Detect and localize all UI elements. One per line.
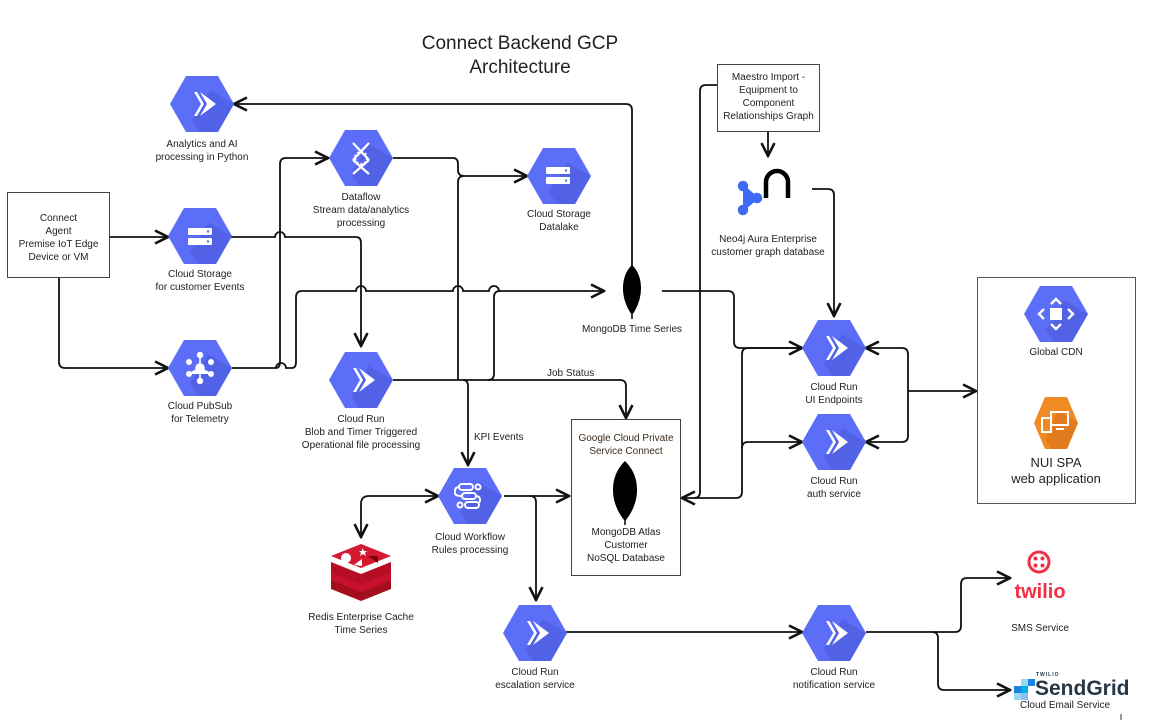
edge-agent-pubsub bbox=[58, 278, 168, 368]
dataflow-icon[interactable] bbox=[329, 130, 393, 186]
edge-mongots-analytics bbox=[234, 104, 633, 266]
edge-neo4j-ui bbox=[812, 188, 834, 316]
edge-auth-atlas bbox=[741, 442, 802, 448]
edge-blob-datalake bbox=[457, 175, 465, 380]
edge-blob-mongots bbox=[487, 290, 501, 381]
edge-pubsub-dataflow bbox=[232, 158, 328, 369]
storage-events-cloud-storage-icon[interactable] bbox=[168, 208, 232, 264]
sms-service-label: SMS Service bbox=[1011, 623, 1069, 634]
neo4j-icon[interactable] bbox=[737, 168, 791, 216]
edge-ui-frontend bbox=[866, 348, 909, 442]
psc-label-2: Service Connect bbox=[589, 446, 663, 457]
atlas-label-3: NoSQL Database bbox=[586, 553, 665, 564]
agent-label-1: Connect bbox=[39, 213, 78, 224]
psc-label-1: Google Cloud Private bbox=[578, 433, 674, 444]
edge-label-kpi-events: KPI Events bbox=[474, 432, 524, 443]
edge-run-atlas bbox=[682, 347, 802, 498]
notification-cloud-run-icon[interactable] bbox=[802, 605, 866, 661]
edge-notification-sendgrid bbox=[931, 631, 1010, 690]
connect-agent-box[interactable]: Connect Agent Premise IoT Edge Device or… bbox=[7, 192, 110, 278]
cdn-label: Global CDN bbox=[1029, 347, 1083, 358]
agent-label-3: Premise IoT Edge bbox=[18, 239, 99, 250]
maestro-label-1: Maestro Import - bbox=[731, 72, 806, 83]
twilio-icon[interactable] bbox=[1027, 550, 1051, 574]
mongodb-atlas-leaf-icon[interactable] bbox=[613, 460, 637, 525]
edge-workflow-escalation bbox=[530, 495, 536, 600]
mongodb-ts-label: MongoDB Time Series bbox=[581, 324, 683, 335]
pubsub-icon[interactable] bbox=[168, 340, 232, 396]
frontend-group-box bbox=[977, 277, 1136, 504]
edge-blob-bus bbox=[393, 379, 626, 418]
edge-dataflow-datalake bbox=[393, 157, 527, 176]
sendgrid-logo-text: SendGrid bbox=[1035, 677, 1130, 700]
maestro-label-2: Equipment to bbox=[739, 85, 798, 96]
sendgrid-brand-small: TWILIO bbox=[1036, 672, 1060, 678]
maestro-label-3: Component bbox=[742, 98, 795, 109]
workflow-icon[interactable] bbox=[438, 468, 502, 524]
auth-cloud-run-icon[interactable] bbox=[802, 414, 866, 470]
redis-icon[interactable] bbox=[331, 544, 391, 601]
analytics-cloud-run-icon[interactable] bbox=[170, 76, 234, 132]
agent-label-2: Agent bbox=[45, 226, 72, 237]
datalake-cloud-storage-icon[interactable] bbox=[527, 148, 591, 204]
web-app-icon[interactable] bbox=[1034, 397, 1078, 449]
mongodb-ts-leaf-icon[interactable] bbox=[623, 264, 641, 319]
edges bbox=[58, 84, 1010, 690]
title-line-1: Connect Backend GCP bbox=[421, 33, 619, 54]
sendgrid-icon[interactable] bbox=[1014, 679, 1035, 700]
edge-blob-workflow bbox=[463, 379, 468, 465]
edge-notification-twilio bbox=[866, 578, 1010, 633]
page-title: Connect Backend GCP Architecture bbox=[380, 32, 660, 80]
edge-workflow-redis bbox=[361, 496, 438, 537]
cdn-icon[interactable] bbox=[1024, 286, 1088, 342]
agent-label-4: Device or VM bbox=[28, 252, 89, 263]
maestro-label-4: Relationships Graph bbox=[723, 111, 814, 122]
maestro-import-box[interactable]: Maestro Import - Equipment to Component … bbox=[717, 64, 820, 132]
edge-storage-blob bbox=[230, 231, 361, 346]
escalation-cloud-run-icon[interactable] bbox=[503, 605, 567, 661]
atlas-label-2: Customer bbox=[604, 540, 648, 551]
edge-label-job-status: Job Status bbox=[547, 368, 595, 379]
edge-pubsub-mongots bbox=[275, 286, 604, 369]
blob-cloud-run-icon[interactable] bbox=[329, 352, 393, 408]
atlas-label-1: MongoDB Atlas bbox=[591, 527, 661, 538]
email-service-label: Cloud Email Service bbox=[1019, 700, 1111, 711]
private-service-connect-box[interactable]: Google Cloud Private Service Connect Mon… bbox=[571, 419, 681, 576]
title-line-2: Architecture bbox=[469, 57, 571, 78]
edge-mongots-ui bbox=[662, 290, 802, 348]
ui-endpoints-cloud-run-icon[interactable] bbox=[802, 320, 866, 376]
twilio-logo-text: twilio bbox=[1014, 581, 1066, 603]
